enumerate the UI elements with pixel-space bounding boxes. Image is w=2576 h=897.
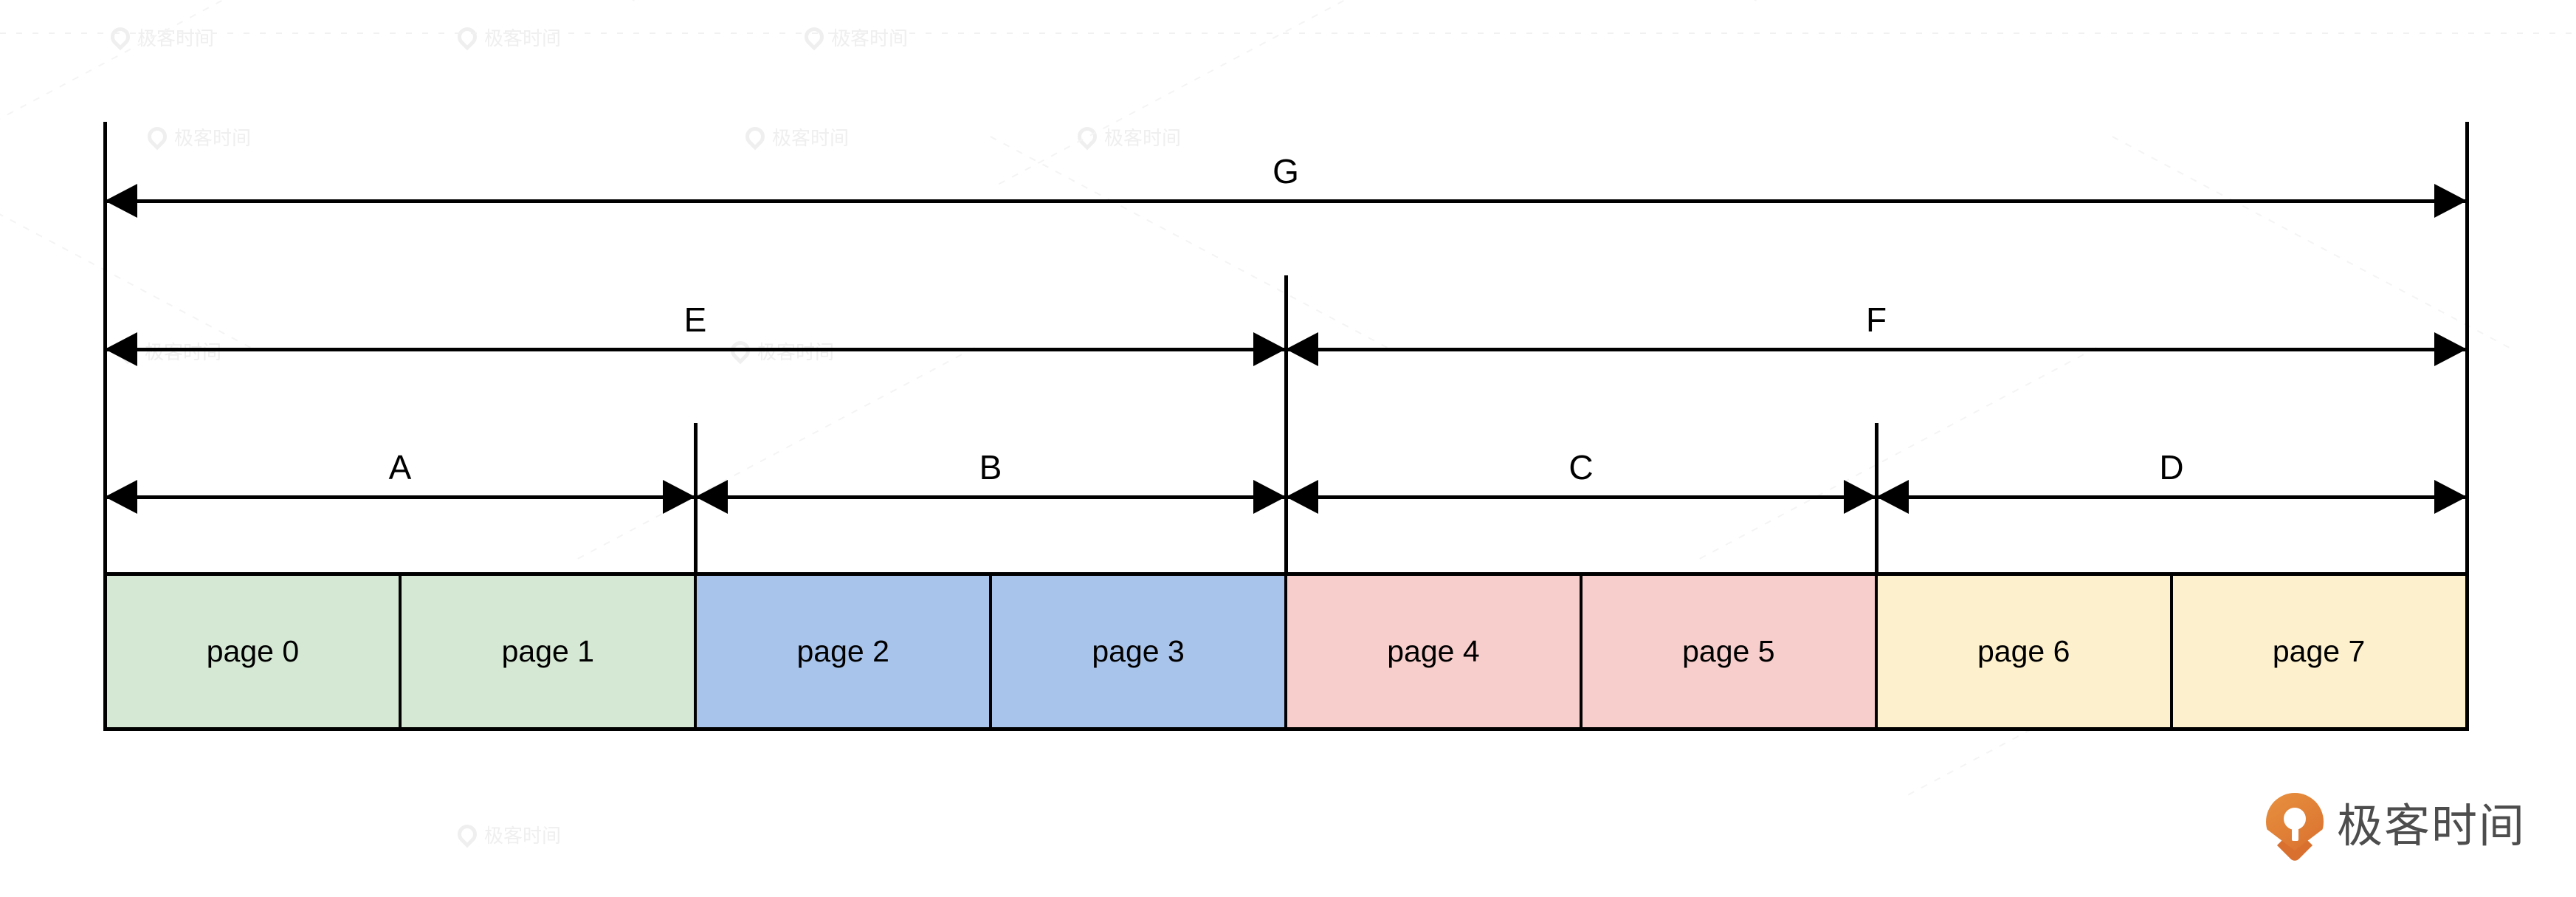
watermark-pin-icon <box>1073 123 1101 151</box>
watermark-pin-icon <box>800 23 828 51</box>
watermark-diagonal <box>269 0 635 1</box>
arrow-head-left-icon <box>1286 480 1318 514</box>
watermark-diagonal <box>1692 347 2097 563</box>
watermark-pin-icon <box>143 123 171 151</box>
arrow-shaft <box>105 199 2467 203</box>
watermark-row: 极客时间 极客时间 极客时间 <box>0 22 2576 52</box>
brand-logo: 极客时间 <box>2266 788 2527 864</box>
page-cell-4: page 4 <box>1287 576 1583 727</box>
arrow-head-right-icon <box>2434 184 2467 218</box>
arrow-shaft <box>105 348 1286 351</box>
watermark-diagonal <box>2104 131 2510 348</box>
watermark-mark: 极客时间 <box>106 23 215 51</box>
span-label-b: B <box>979 448 1002 487</box>
watermark-diagonal <box>570 347 975 563</box>
watermark-pin-icon <box>453 23 481 51</box>
watermark-pin-icon <box>453 820 481 848</box>
span-label-c: C <box>1568 448 1594 487</box>
arrow-shaft <box>105 495 695 499</box>
arrow-head-right-icon <box>1253 480 1286 514</box>
arrow-head-right-icon <box>2434 332 2467 366</box>
span-label-f: F <box>1865 300 1887 339</box>
arrow-shaft <box>1286 495 1876 499</box>
arrow-head-left-icon <box>105 332 137 366</box>
page-cell-3: page 3 <box>992 576 1287 727</box>
page-cell-1: page 1 <box>402 576 698 727</box>
page-cell-6: page 6 <box>1877 576 2173 727</box>
watermark-pin-icon <box>106 23 134 51</box>
watermark-text: 极客时间 <box>831 27 909 50</box>
arrow-head-left-icon <box>1286 332 1318 366</box>
boundary-line-right <box>2465 122 2469 572</box>
arrow-head-left-icon <box>105 480 137 514</box>
arrow-shaft <box>695 495 1286 499</box>
span-label-g: G <box>1272 152 1299 190</box>
watermark-mark: 极客时间 <box>453 23 562 51</box>
watermark-text: 极客时间 <box>1104 127 1182 150</box>
watermark-diagonal <box>0 131 251 348</box>
page-cell-5: page 5 <box>1582 576 1878 727</box>
watermark-mark: 极客时间 <box>741 123 850 151</box>
arrow-head-right-icon <box>663 480 695 514</box>
watermark-row: 极客时间 <box>0 819 2576 849</box>
span-label-e: E <box>683 300 707 339</box>
arrow-head-right-icon <box>2434 480 2467 514</box>
arrow-head-left-icon <box>105 184 137 218</box>
span-label-a: A <box>388 448 412 487</box>
page-cell-2: page 2 <box>697 576 993 727</box>
arrow-head-right-icon <box>1844 480 1876 514</box>
arrow-shaft <box>1876 495 2467 499</box>
tick-line-page-4 <box>1284 275 1288 572</box>
arrow-head-right-icon <box>1253 332 1286 366</box>
watermark-pin-icon <box>741 123 769 151</box>
watermark-mark: 极客时间 <box>453 820 562 848</box>
span-label-d: D <box>2159 448 2184 487</box>
arrow-shaft <box>1286 348 2467 351</box>
watermark-text: 极客时间 <box>772 127 850 150</box>
watermark-mark: 极客时间 <box>800 23 909 51</box>
watermark-text: 极客时间 <box>484 825 562 848</box>
brand-name: 极客时间 <box>2337 799 2527 853</box>
watermark-mark: 极客时间 <box>143 123 252 151</box>
watermark-mark: 极客时间 <box>1073 123 1182 151</box>
location-pin-icon <box>2266 793 2324 864</box>
watermark-diagonal <box>0 0 222 196</box>
arrow-head-left-icon <box>695 480 728 514</box>
watermark-row: 极客时间 极客时间 极客时间 <box>0 122 2576 151</box>
watermark-text: 极客时间 <box>137 27 215 50</box>
watermark-text: 极客时间 <box>484 27 562 50</box>
watermark-dotted-line <box>0 32 2576 34</box>
watermark-diagonal <box>982 131 1388 348</box>
watermark-text: 极客时间 <box>174 127 252 150</box>
page-cell-0: page 0 <box>106 576 402 727</box>
page-cell-7: page 7 <box>2172 576 2465 727</box>
watermark-diagonal <box>1404 0 1757 1</box>
arrow-head-left-icon <box>1876 480 1909 514</box>
